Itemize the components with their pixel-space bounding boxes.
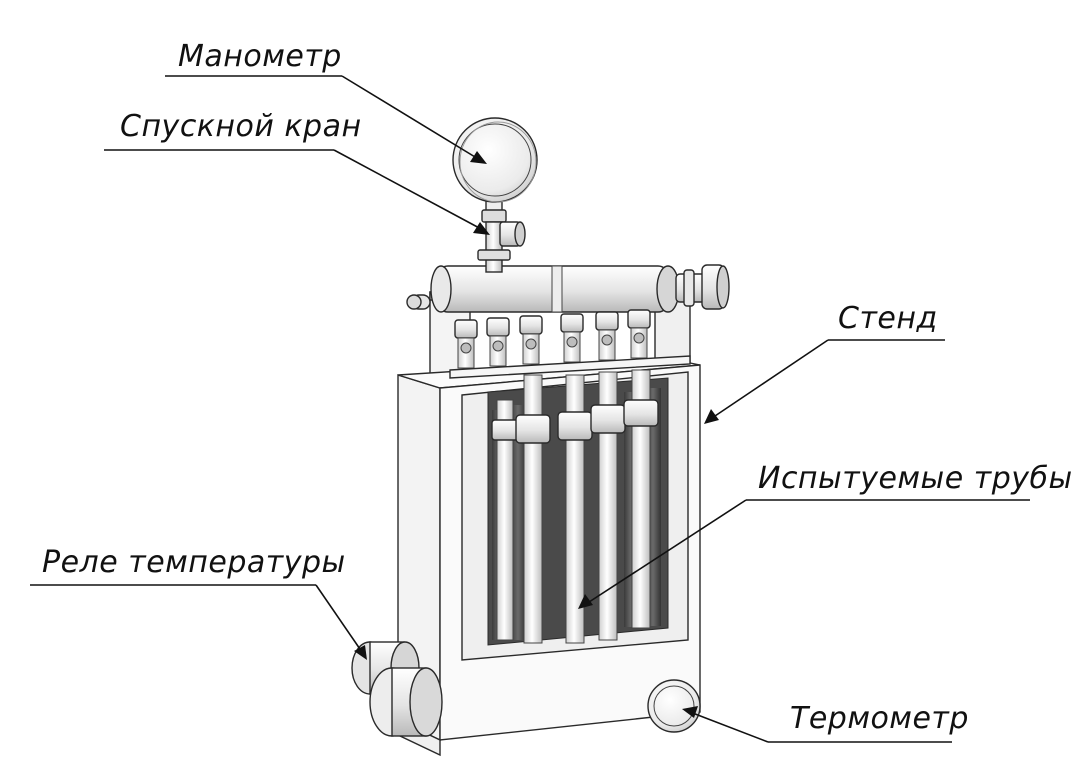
callout-manometer: Манометр <box>165 39 487 164</box>
thermometer <box>647 679 701 733</box>
callout-drain-valve: Спускной кран <box>104 109 490 235</box>
label-test-pipes: Испытуемые трубы <box>758 461 1073 496</box>
label-thermometer: Термометр <box>790 701 969 736</box>
drain-valve <box>499 221 526 247</box>
callout-thermometer: Термометр <box>682 701 969 743</box>
manifold-cylinder <box>430 264 730 313</box>
callout-test-pipes: Испытуемые трубы <box>578 461 1073 609</box>
label-manometer: Манометр <box>178 39 342 74</box>
test-pipes <box>491 369 659 644</box>
callout-temperature-relay: Реле температуры <box>30 545 367 660</box>
callout-stand: Стенд <box>704 301 945 424</box>
label-stand: Стенд <box>838 301 938 336</box>
manometer-gauge <box>452 117 538 203</box>
valve-fittings-row <box>449 309 691 379</box>
gauge-stem <box>477 195 511 273</box>
label-temperature-relay: Реле температуры <box>42 545 346 580</box>
label-drain-valve: Спускной кран <box>120 109 362 144</box>
